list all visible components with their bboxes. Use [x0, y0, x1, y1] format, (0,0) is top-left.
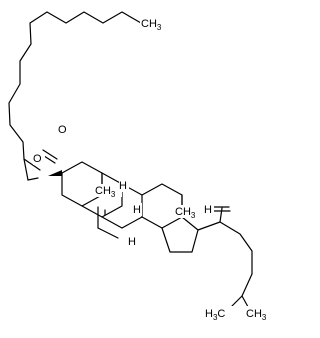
ch3-label-top: CH3 — [141, 18, 162, 32]
h-label-c8: H — [119, 180, 127, 192]
cholesteryl-laurate-structure: CH3 O O CH3 H H H CH3 H H3C CH3 — [8, 11, 267, 322]
side-chain — [197, 206, 253, 315]
h-label-c20: H — [204, 204, 212, 216]
ch3-label-c13: CH3 — [175, 206, 196, 220]
acyl-chain — [8, 11, 142, 160]
h-label-c9: H — [133, 204, 141, 216]
structure-canvas: CH3 O O CH3 H H H CH3 H H3C CH3 — [8, 11, 267, 322]
ester-oxygen-label: O — [33, 153, 42, 165]
ring-b — [81, 172, 143, 239]
ring-d — [161, 216, 199, 253]
ch3-label-bottom: H3C — [205, 308, 225, 322]
carbonyl-oxygen-label: O — [58, 124, 67, 136]
ch3-label-c10: CH3 — [95, 185, 116, 199]
h-label-c14: H — [128, 236, 136, 248]
ch3-label-right: CH3 — [246, 308, 267, 322]
ester-stereo-wedge — [48, 170, 62, 176]
